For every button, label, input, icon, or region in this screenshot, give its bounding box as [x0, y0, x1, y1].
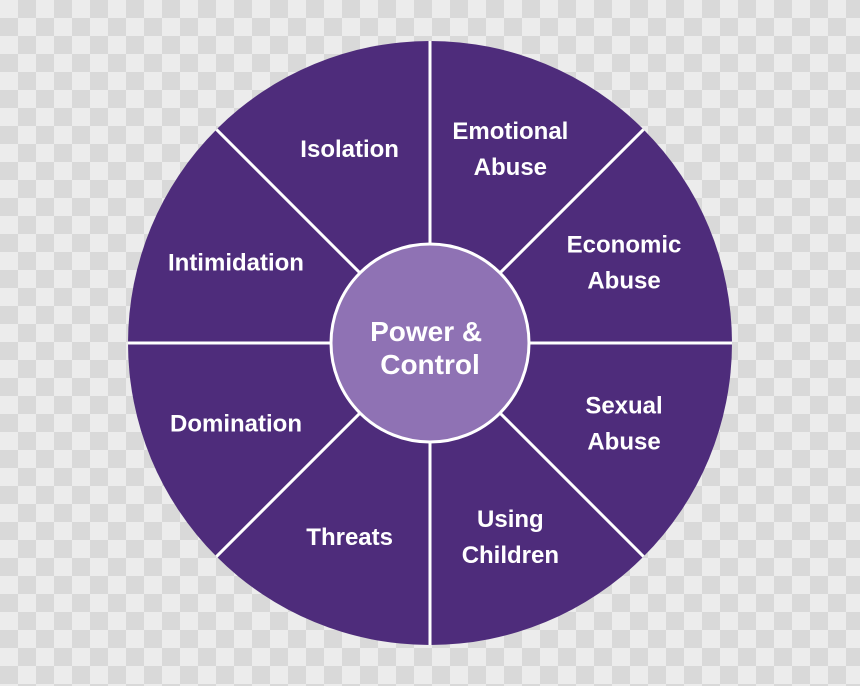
wheel-divider [498, 411, 645, 558]
center-hub [329, 242, 531, 444]
wheel-dividers [128, 41, 732, 645]
segment-label-domination: Domination [170, 410, 302, 437]
wheel-divider [215, 411, 362, 558]
segment-label-isolation: Isolation [300, 136, 399, 163]
segment-label-line: Intimidation [168, 250, 304, 277]
segment-label-line: Children [462, 542, 559, 569]
segment-label-intimidation: Intimidation [168, 250, 304, 277]
segment-label-line: Abuse [587, 268, 660, 295]
segment-label-line: Abuse [474, 154, 547, 181]
segment-label-line: Isolation [300, 136, 399, 163]
segment-label-line: Sexual [585, 392, 662, 419]
segment-label-line: Emotional [452, 118, 568, 145]
wheel-divider [498, 128, 645, 275]
segment-label-line: Abuse [587, 428, 660, 455]
wheel-divider [215, 128, 362, 275]
segment-label-line: Threats [306, 524, 393, 551]
center-label-line-1: Power & [370, 316, 482, 347]
center-label: Power & Control [370, 316, 490, 380]
segment-label-line: Economic [567, 232, 682, 259]
segment-label-threats: Threats [306, 524, 393, 551]
segment-label-line: Domination [170, 410, 302, 437]
center-label-line-2: Control [380, 349, 480, 380]
segment-label-line: Using [477, 506, 544, 533]
